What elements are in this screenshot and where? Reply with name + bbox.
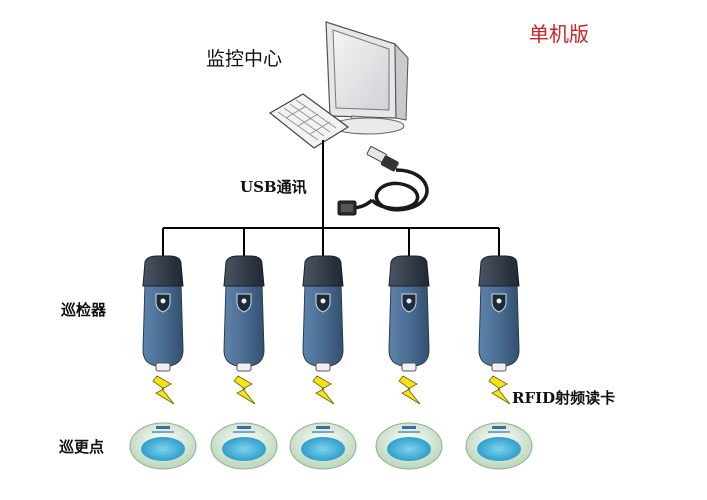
keyboard-icon [268,93,350,149]
checkpoint-tag-icon [129,422,197,470]
checkpoint-tag-icon [375,422,443,470]
checkpoint-tag-icon [289,422,357,470]
monitoring-center-label: 监控中心 [206,48,283,70]
lightning-icon [233,375,256,405]
checkpoint-tag-icon [465,422,533,470]
version-title: 单机版 [529,22,589,46]
device-row [129,255,533,470]
patrol-device-label: 巡检器 [61,301,107,319]
lightning-icon [398,375,421,405]
lightning-icon [152,375,175,405]
patrol-device-icon [302,255,344,372]
usb-cable-icon [337,146,429,216]
connection-lines [162,140,500,256]
lightning-icon [312,375,335,405]
checkpoint-label: 巡更点 [59,438,105,456]
computer-icon [325,21,409,135]
rfid-reading-label: RFID射频读卡 [512,389,616,407]
usb-communication-label: USB通讯 [240,178,307,196]
checkpoint-tag-icon [210,422,278,470]
lightning-icon [488,375,511,405]
patrol-device-icon [388,255,430,372]
patrol-device-icon [142,255,184,372]
patrol-device-icon [223,255,265,372]
patrol-device-icon [478,255,520,372]
